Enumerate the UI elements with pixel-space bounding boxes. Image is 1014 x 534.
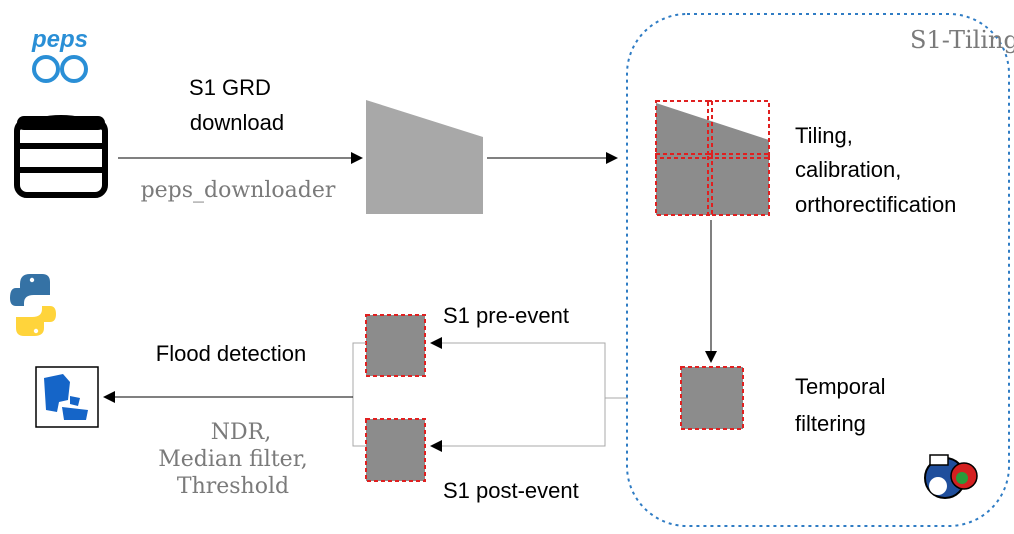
temporal-filtered-tile xyxy=(680,366,744,430)
pre-event-tile xyxy=(365,314,426,377)
tiling-label-line2: calibration, xyxy=(795,157,901,182)
post-event-label: S1 post-event xyxy=(443,478,579,503)
otb-logo xyxy=(924,454,978,499)
download-label-line1: S1 GRD xyxy=(189,75,271,100)
peps-logo-text: peps xyxy=(31,26,88,53)
temporal-label-line1: Temporal xyxy=(795,374,885,399)
flood-detection-label: Flood detection xyxy=(156,341,306,366)
tiling-label-line1: Tiling, xyxy=(795,123,853,148)
pre-event-label: S1 pre-event xyxy=(443,303,569,328)
flood-map-icon xyxy=(35,366,99,428)
downloader-tool-label: peps_downloader xyxy=(141,178,336,203)
peps-logo: peps xyxy=(31,26,88,83)
post-event-connector xyxy=(440,398,606,447)
database-icon xyxy=(14,115,108,198)
pre-event-connector xyxy=(433,342,628,399)
download-label-line2: download xyxy=(190,110,284,135)
tiled-grid xyxy=(655,100,770,216)
method-line2: Median filter, xyxy=(158,447,308,472)
method-line3: Threshold xyxy=(177,474,289,499)
s1-grd-scene xyxy=(366,100,483,214)
s1-tiling-title: S1-Tiling xyxy=(910,26,1014,54)
temporal-label-line2: filtering xyxy=(795,411,866,436)
post-event-tile xyxy=(365,418,426,482)
python-logo xyxy=(10,274,56,336)
method-line1: NDR, xyxy=(211,420,271,445)
peps-ring-right xyxy=(60,55,88,83)
events-bracket xyxy=(352,342,366,447)
tiling-label-line3: orthorectification xyxy=(795,192,956,217)
peps-ring-left xyxy=(32,55,60,83)
s1-tiling-container xyxy=(626,13,1010,527)
